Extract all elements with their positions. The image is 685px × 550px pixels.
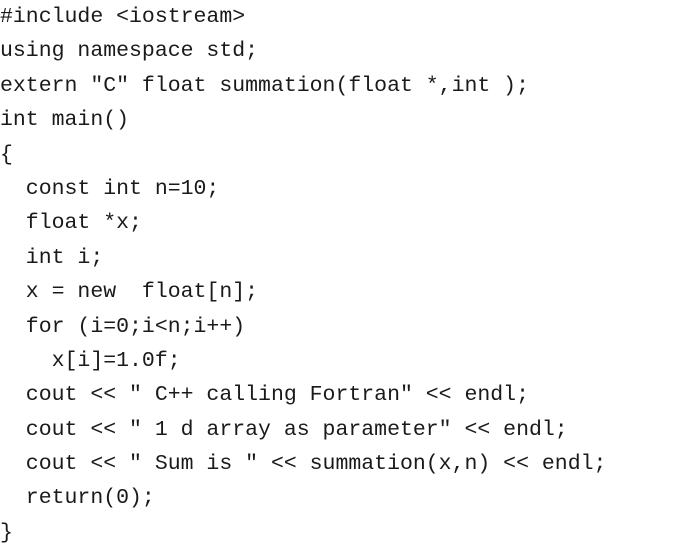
- code-line-include: #include <iostream>: [0, 5, 246, 29]
- code-line-return: return(0);: [0, 486, 155, 511]
- code-line-extern: extern "C" float summation(float *,int )…: [0, 73, 529, 98]
- code-line-assign: x[i]=1.0f;: [0, 348, 181, 373]
- code-line-cout-calling: cout << " C++ calling Fortran" << endl;: [0, 383, 529, 408]
- code-line-cout-array: cout << " 1 d array as parameter" << end…: [0, 417, 568, 442]
- code-line-cout-sum: cout << " Sum is " << summation(x,n) << …: [0, 452, 607, 477]
- code-line-new-array: x = new float[n];: [0, 280, 259, 305]
- code-line-using: using namespace std;: [0, 39, 259, 64]
- code-line-const-n: const int n=10;: [0, 176, 220, 201]
- code-line-close-brace: }: [0, 520, 13, 545]
- code-line-int-i: int i;: [0, 245, 104, 270]
- code-line-main-signature: int main(): [0, 108, 130, 133]
- code-line-float-x: float *x;: [0, 211, 142, 236]
- code-line-for-loop: for (i=0;i<n;i++): [0, 314, 246, 339]
- code-line-open-brace: {: [0, 142, 13, 167]
